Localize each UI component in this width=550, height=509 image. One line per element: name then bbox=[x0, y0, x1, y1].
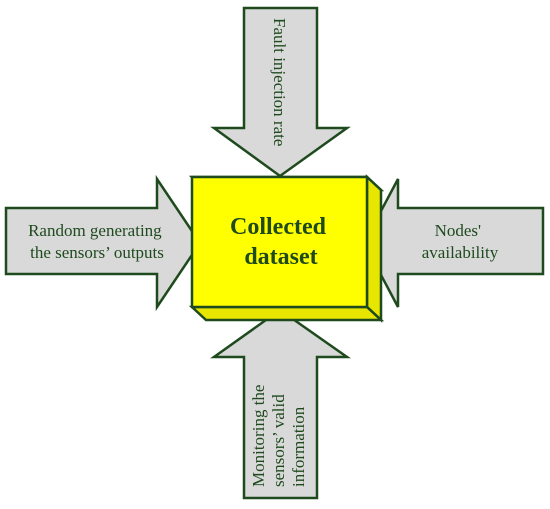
left-arrow-shape bbox=[4, 174, 202, 312]
box-front-face bbox=[190, 175, 369, 309]
right-arrow-label: Nodes' availability bbox=[422, 221, 499, 262]
right-arrow-label-line-1: Nodes' bbox=[435, 221, 482, 240]
box-title: Collected dataset bbox=[230, 214, 332, 270]
bottom-arrow-label-line-2: sensors’ valid bbox=[269, 394, 288, 487]
box-bottom-face bbox=[188, 305, 385, 322]
left-arrow-label: Random generating the sensors’ outputs bbox=[28, 221, 166, 262]
right-input-arrow: Nodes' availability bbox=[362, 178, 545, 308]
top-arrow-shape bbox=[210, 6, 351, 178]
top-arrow-label-line-1: Fault injection rate bbox=[270, 18, 289, 146]
right-arrow-label-line-2: availability bbox=[422, 243, 499, 262]
left-arrow-label-line-2: the sensors’ outputs bbox=[30, 243, 164, 262]
box-right-face bbox=[365, 174, 383, 323]
top-input-arrow: Fault injection rate bbox=[210, 6, 351, 178]
left-arrow-label-line-1: Random generating bbox=[28, 221, 162, 240]
collected-dataset-box: Collected dataset bbox=[188, 174, 385, 323]
box-title-line-2: dataset bbox=[244, 244, 317, 270]
bottom-arrow-shape bbox=[210, 308, 351, 500]
bottom-arrow-label-line-3: information bbox=[289, 406, 308, 487]
box-title-line-1: Collected bbox=[230, 214, 327, 240]
bottom-arrow-label-line-1: Monitoring the bbox=[249, 385, 268, 487]
left-input-arrow: Random generating the sensors’ outputs bbox=[4, 174, 202, 312]
top-arrow-label: Fault injection rate bbox=[270, 18, 289, 146]
bottom-arrow-label: Monitoring the sensors’ valid informatio… bbox=[249, 380, 308, 487]
bottom-input-arrow: Monitoring the sensors’ valid informatio… bbox=[210, 308, 351, 500]
